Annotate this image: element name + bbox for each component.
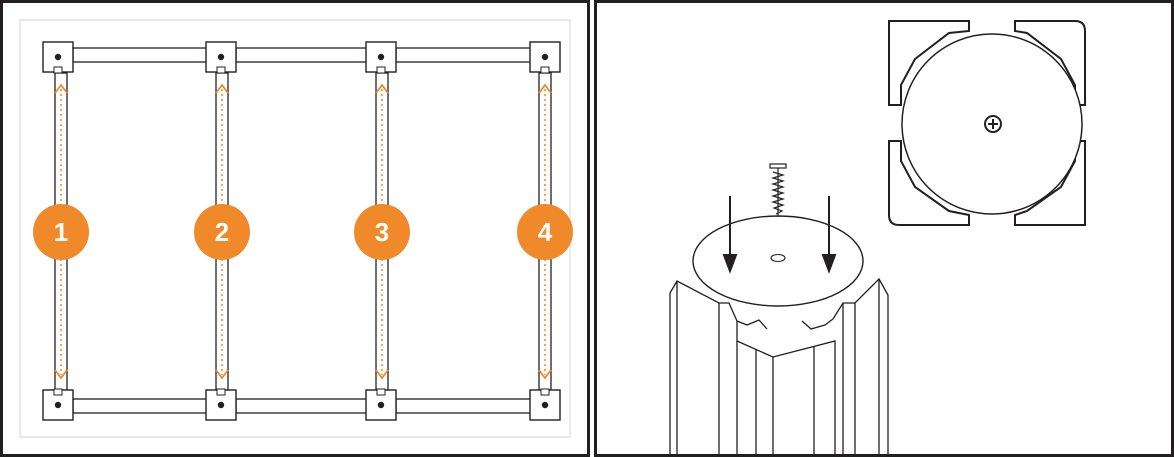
down-arrow-icon <box>722 196 738 274</box>
top-rail <box>72 47 533 63</box>
frame-panel: 1 2 3 4 <box>0 0 590 457</box>
step-badge-label: 4 <box>538 217 553 247</box>
step-badge-4: 4 <box>517 204 573 260</box>
cap-panel <box>594 0 1174 457</box>
step-badge-label: 3 <box>375 217 389 247</box>
connector-bottom-3 <box>365 388 397 421</box>
connector-bottom-4 <box>529 388 561 421</box>
screw-icon <box>769 163 787 217</box>
connector-top-4 <box>529 41 561 74</box>
connector-top-2 <box>205 41 237 74</box>
step-badge-label: 2 <box>215 217 229 247</box>
step-badge-1: 1 <box>33 204 89 260</box>
corner-bracket-top-right <box>1014 20 1086 106</box>
round-plate-icon <box>692 215 864 307</box>
connector-bottom-1 <box>42 388 74 421</box>
corner-bracket-bottom-left <box>888 140 970 226</box>
step-badge-2: 2 <box>194 204 250 260</box>
step-badge-3: 3 <box>354 204 410 260</box>
connector-top-3 <box>365 41 397 74</box>
down-arrow-icon <box>821 196 837 274</box>
screw-hole-icon <box>770 253 786 263</box>
connector-top-1 <box>42 41 74 74</box>
square-post-icon <box>669 277 889 454</box>
inner-border <box>19 19 571 438</box>
frame-diagram: 1 2 3 4 <box>19 19 573 438</box>
corner-bracket-top-left <box>888 20 970 106</box>
connector-bottom-2 <box>205 388 237 421</box>
screw-head-icon <box>984 115 1002 133</box>
bottom-rail <box>72 398 533 414</box>
step-badge-label: 1 <box>54 217 68 247</box>
cap-diagram <box>669 20 1086 454</box>
